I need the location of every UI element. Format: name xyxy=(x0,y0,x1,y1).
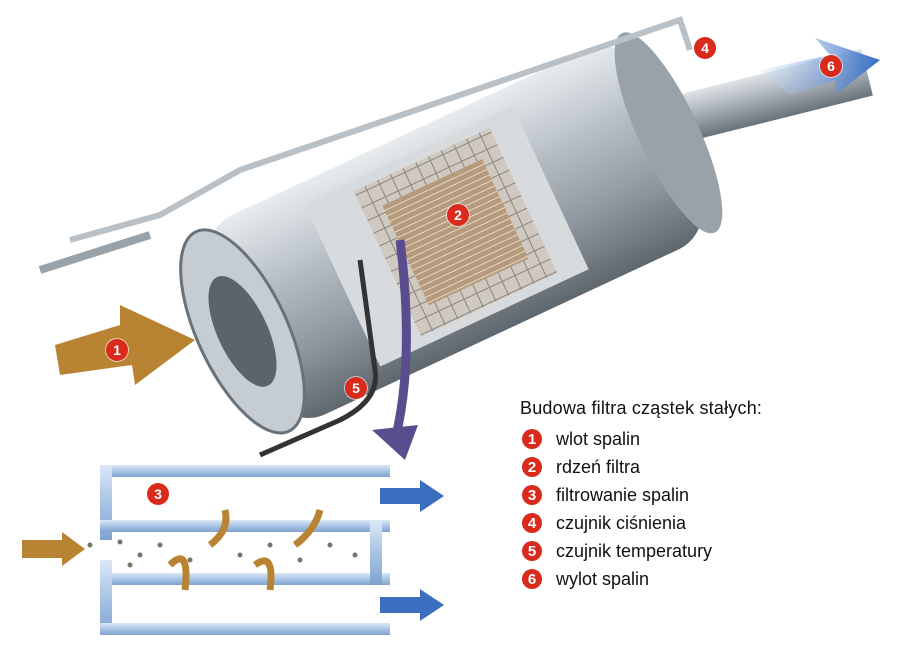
temperature-sensor-cable xyxy=(258,259,379,458)
legend-label: rdzeń filtra xyxy=(556,456,641,477)
legend-label: wlot spalin xyxy=(556,428,641,449)
legend-label: czujnik temperatury xyxy=(556,540,713,561)
legend-item: 3 filtrowanie spalin xyxy=(520,481,762,509)
marker-3: 3 xyxy=(147,483,169,505)
number-badge: 5 xyxy=(522,541,542,561)
legend-label: wylot spalin xyxy=(556,568,650,589)
legend-title: Budowa filtra cząstek stałych: xyxy=(520,398,763,418)
legend-item: 5 czujnik temperatury xyxy=(520,537,762,565)
number-badge: 6 xyxy=(522,569,542,589)
number-badge: 3 xyxy=(522,485,542,505)
marker-5: 5 xyxy=(345,377,367,399)
legend-item: 1 wlot spalin xyxy=(520,425,762,453)
legend-label: filtrowanie spalin xyxy=(556,484,690,505)
number-badge: 4 xyxy=(522,513,542,533)
legend-label: czujnik ciśnienia xyxy=(556,512,687,533)
marker-1: 1 xyxy=(106,339,128,361)
marker-2: 2 xyxy=(447,204,469,226)
marker-6: 6 xyxy=(820,55,842,77)
legend-item: 6 wylot spalin xyxy=(520,565,762,593)
filtration-inset xyxy=(22,465,444,635)
marker-4: 4 xyxy=(694,37,716,59)
pressure-tube xyxy=(69,16,693,243)
legend-item: 4 czujnik ciśnienia xyxy=(520,509,762,537)
legend-item: 2 rdzeń filtra xyxy=(520,453,762,481)
number-badge: 2 xyxy=(522,457,542,477)
legend: Budowa filtra cząstek stałych: 1 wlot spa… xyxy=(520,398,762,593)
flow-down-arrow xyxy=(390,239,411,442)
number-badge: 1 xyxy=(522,429,542,449)
filter-canister xyxy=(179,32,723,435)
